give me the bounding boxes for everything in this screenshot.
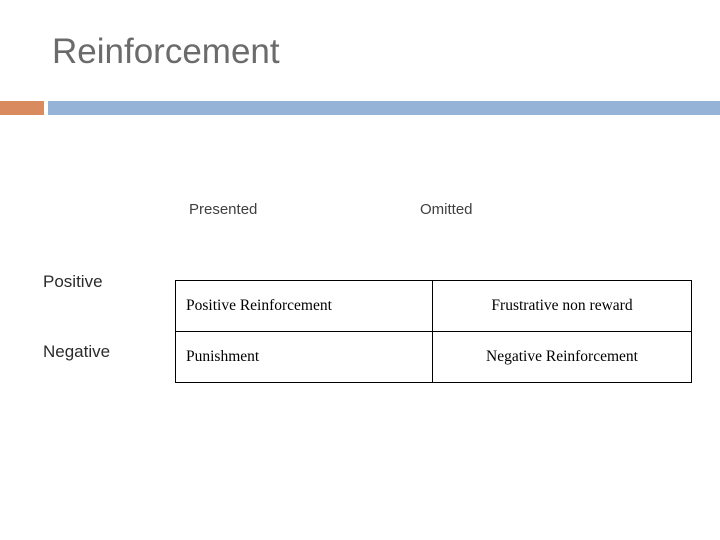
table-row: Positive Reinforcement Frustrative non r…	[175, 280, 692, 332]
reinforcement-matrix: Positive Reinforcement Frustrative non r…	[175, 280, 692, 383]
cell-negative-presented: Punishment	[175, 331, 433, 383]
cell-positive-presented: Positive Reinforcement	[175, 280, 433, 332]
cell-negative-omitted: Negative Reinforcement	[432, 331, 692, 383]
column-header-omitted: Omitted	[420, 201, 473, 218]
column-header-presented: Presented	[189, 201, 258, 218]
table-row: Punishment Negative Reinforcement	[175, 331, 692, 383]
cell-positive-omitted: Frustrative non reward	[432, 280, 692, 332]
row-label-positive: Positive	[43, 272, 103, 291]
divider-bar	[48, 101, 720, 115]
divider-accent-block	[0, 101, 44, 115]
page-title: Reinforcement	[52, 32, 280, 71]
row-label-negative: Negative	[43, 342, 111, 361]
